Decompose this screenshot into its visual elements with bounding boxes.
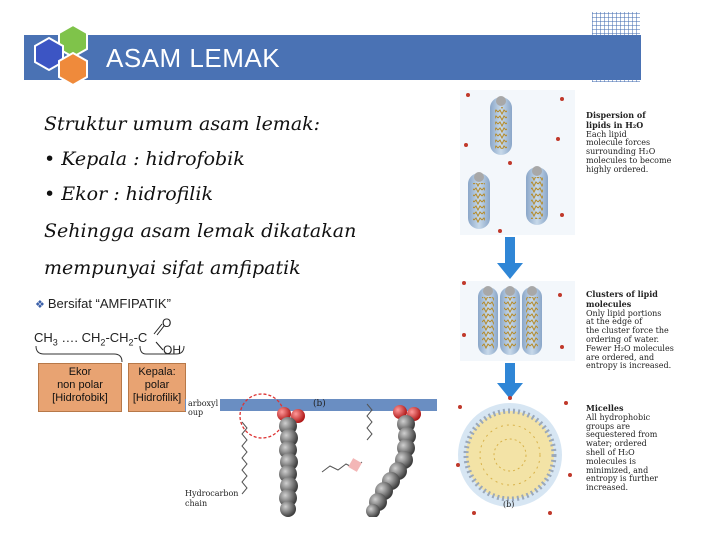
tail-box-line-1: Ekor (68, 366, 92, 378)
rod-3 (526, 166, 548, 225)
text-line-4: Sehingga asam lemak dikatakan (44, 220, 357, 242)
tail-box-line-2: non polar (57, 379, 103, 391)
rod-2 (468, 172, 490, 229)
page-title: ASAM LEMAK (106, 43, 281, 73)
head-box-line-2: polar (144, 379, 170, 391)
bracket-lines (35, 345, 185, 363)
dispersion-panel (460, 90, 575, 235)
figure-top-strip (185, 399, 437, 411)
hexagon-logo (34, 23, 88, 87)
kinked-chain (366, 405, 421, 517)
straight-chain (277, 407, 305, 517)
text-line-1: Struktur umum asam lemak: (44, 113, 321, 135)
amphipathic-title: ❖Bersifat “AMFIPATIK” (35, 296, 171, 311)
arrow-2 (497, 363, 523, 399)
lipid-aggregation-figure (456, 90, 575, 515)
tail-box: Ekor non polar [Hidrofobik] (38, 363, 122, 412)
head-box-line-3: [Hidrofilik] (132, 392, 182, 404)
text-line-2: • Kepala : hidrofobik (44, 148, 245, 170)
header-bar (24, 35, 641, 80)
hexagon-blue (34, 36, 64, 72)
tail-box-line-3: [Hidrofobik] (52, 392, 108, 404)
text-line-3: • Ekor : hidrofilik (44, 183, 213, 205)
fatty-acid-formula: CH3 …. CH2-CH2-C (34, 330, 148, 348)
micelle-panel (458, 403, 562, 507)
hexagon-orange (58, 51, 88, 87)
panel-b-label: (b) (313, 399, 326, 409)
water-molecules (456, 93, 572, 515)
cluster-panel (460, 281, 575, 361)
head-box: Kepala: polar [Hidrofilik] (128, 363, 186, 412)
carboxyl-bonds (153, 323, 165, 351)
figure-panel-b-label: (b) (503, 500, 515, 509)
text-line-5: mempunyai sifat amfipatik (44, 257, 301, 279)
space-filling-model (239, 393, 421, 517)
rod-1 (490, 96, 512, 155)
diamond-bullet-icon: ❖ (35, 299, 45, 311)
head-box-line-1: Kepala: (138, 366, 176, 378)
arrow-1 (497, 237, 523, 279)
oxygen-label: O (162, 316, 172, 330)
